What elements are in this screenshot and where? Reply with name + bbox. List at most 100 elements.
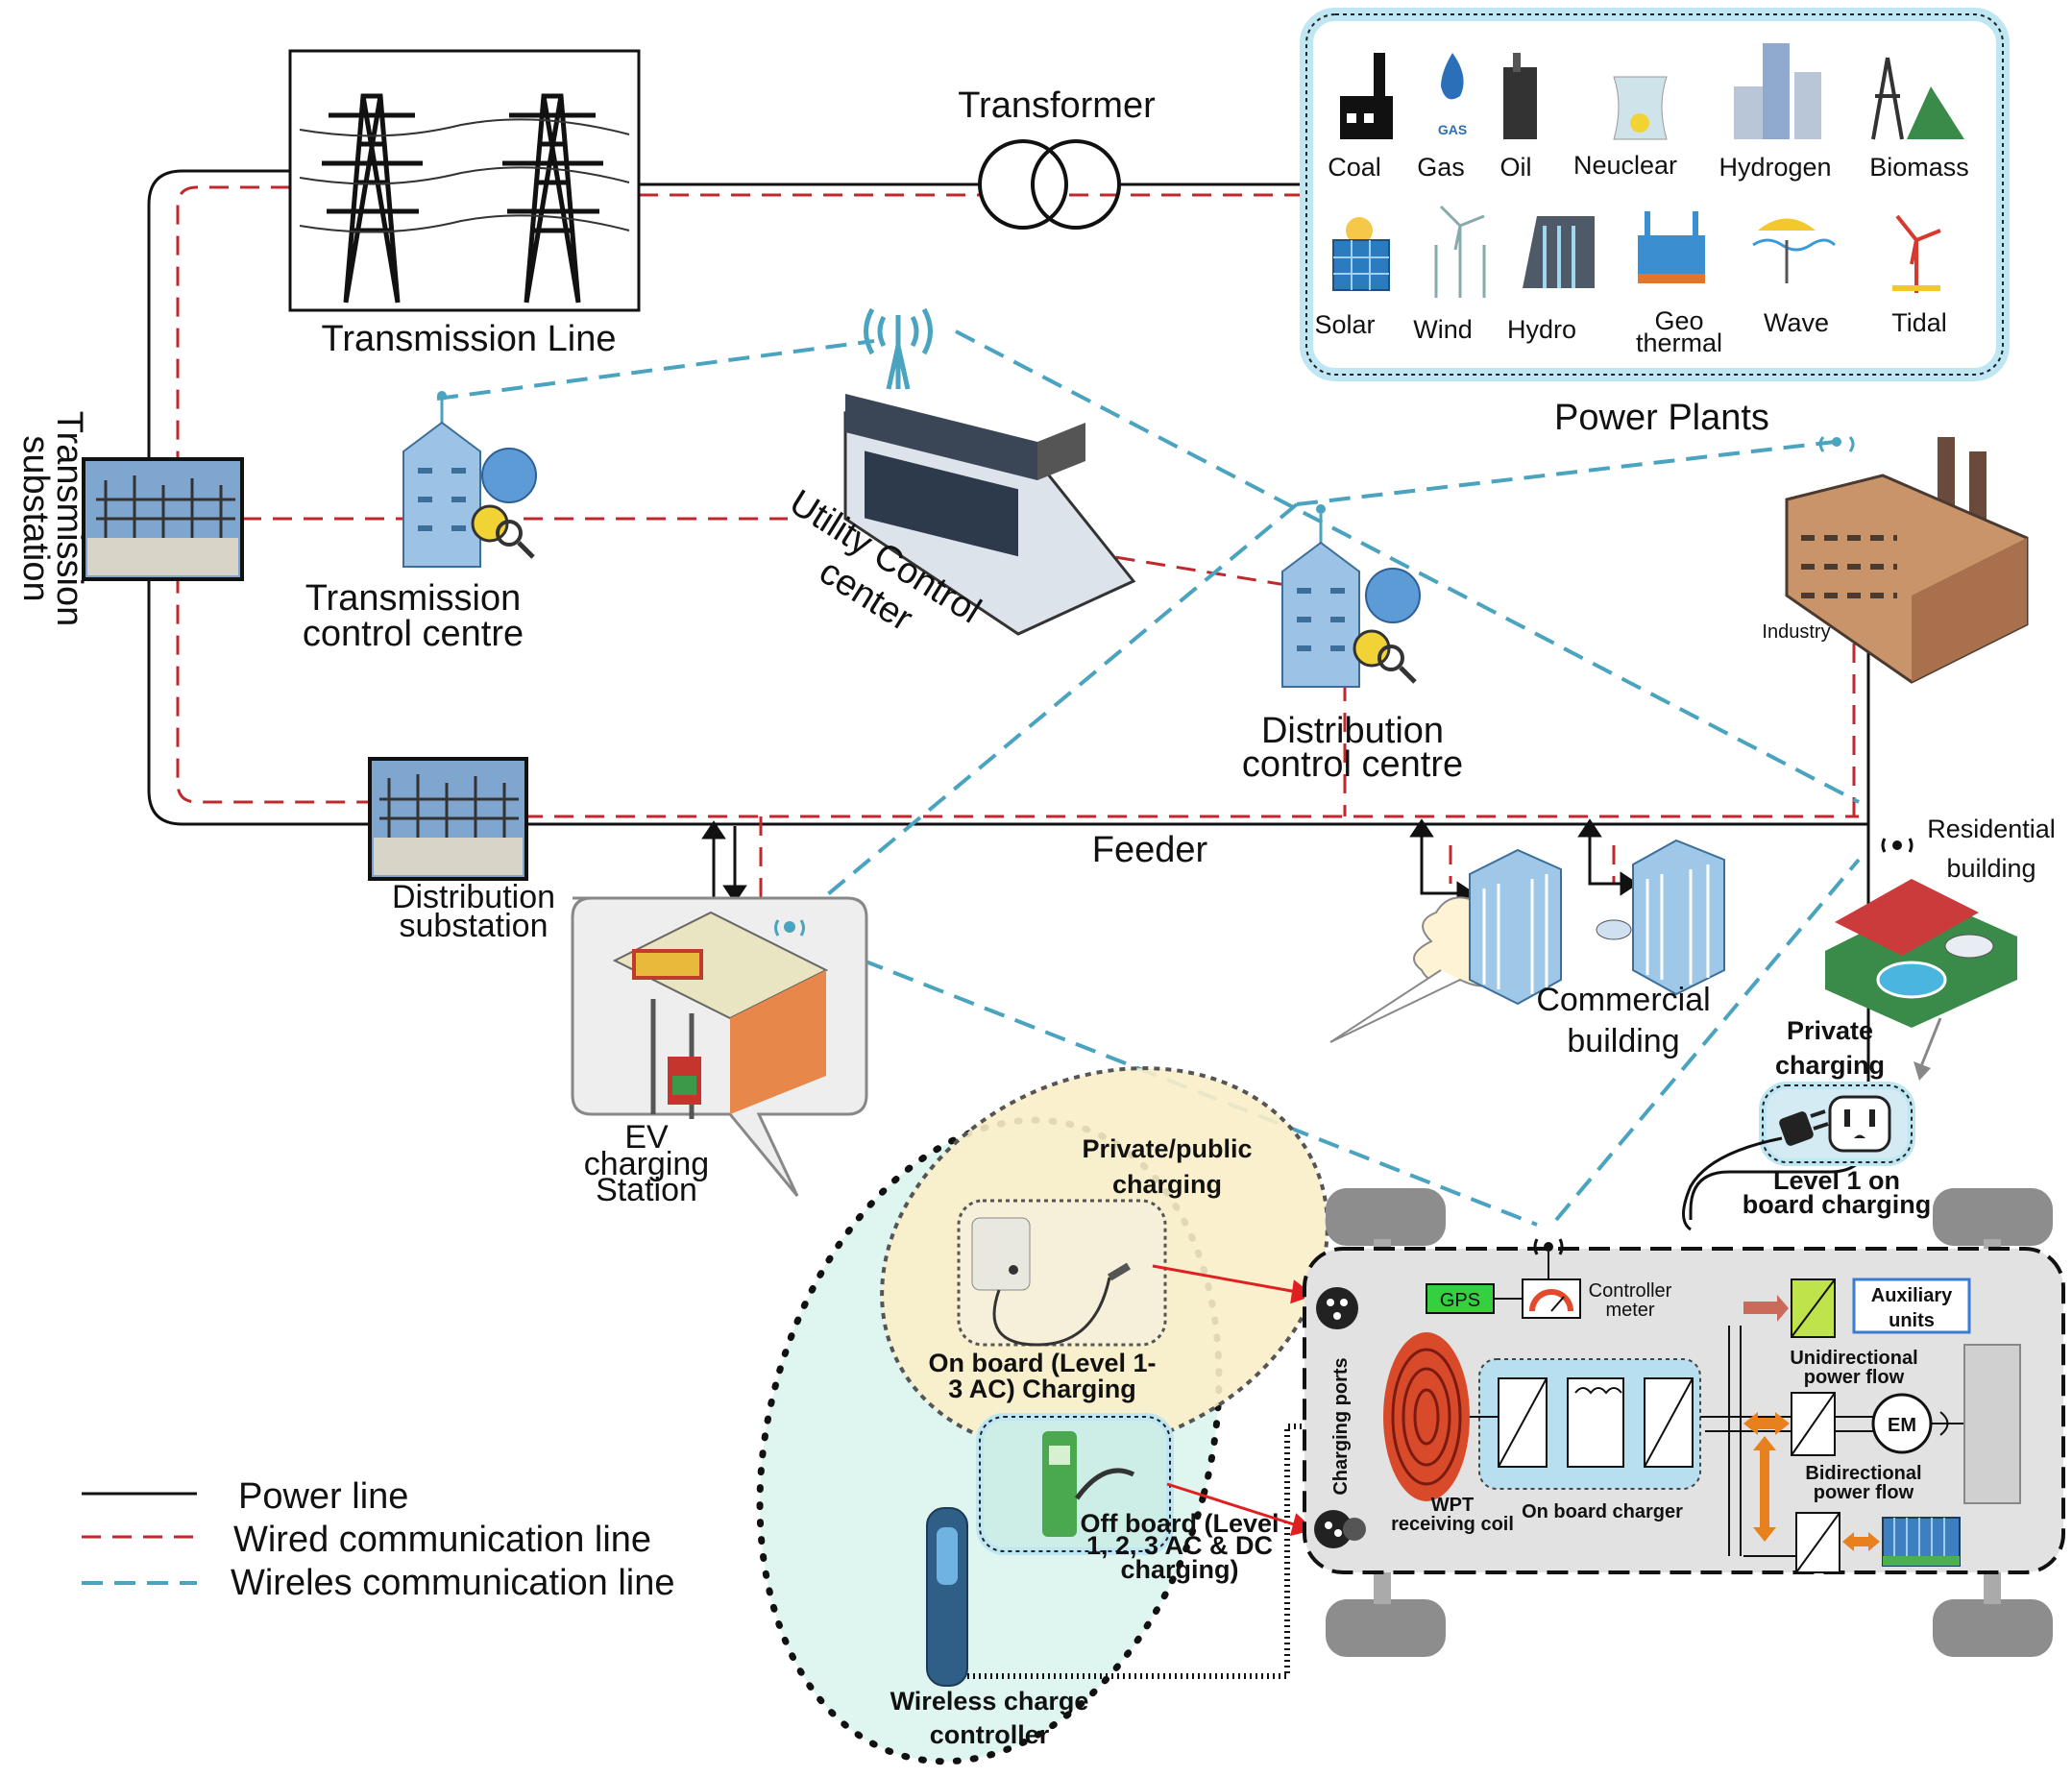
commercial-label-1: Commercial bbox=[1536, 982, 1710, 1018]
offboard-label-3: charging) bbox=[1120, 1555, 1238, 1584]
private-public-label-2: charging bbox=[1112, 1170, 1222, 1199]
globe-icon bbox=[481, 448, 537, 503]
distribution-substation-label-2: substation bbox=[400, 908, 548, 944]
ev-charging-station: EV charging Station bbox=[571, 896, 868, 1208]
legend-label-wired: Wired communication line bbox=[233, 1520, 651, 1560]
wall-charger bbox=[957, 1199, 1167, 1347]
building-icon bbox=[1281, 541, 1360, 688]
gps-label: GPS bbox=[1440, 1290, 1480, 1311]
commercial-buildings: Commercial building bbox=[1329, 839, 1725, 1059]
level1-label-2: board charging bbox=[1743, 1190, 1932, 1219]
offboard-label-2: 1, 2, 3 AC & DC bbox=[1086, 1531, 1273, 1560]
plant-label-tidal: Tidal bbox=[1891, 308, 1947, 337]
ev-station-label-2: charging bbox=[584, 1146, 709, 1182]
power-plants-label: Power Plants bbox=[1554, 398, 1769, 438]
controller-meter-label-2: meter bbox=[1605, 1300, 1654, 1321]
offboard-label-1: Off board (Level bbox=[1080, 1509, 1279, 1538]
plant-label-wave: Wave bbox=[1764, 308, 1829, 337]
plant-label-biomass: Biomass bbox=[1869, 153, 1969, 182]
controller-meter-label-1: Controller bbox=[1589, 1280, 1672, 1302]
building-icon bbox=[402, 421, 481, 568]
wheel-icon bbox=[1933, 1599, 2053, 1657]
bidirectional-label-1: Bidirectional bbox=[1805, 1463, 1921, 1484]
flow-arrow-icon bbox=[1743, 1295, 1789, 1322]
unidirectional-label-2: power flow bbox=[1804, 1367, 1905, 1388]
transformer-block: Transformer bbox=[958, 85, 1156, 230]
wpt-label-2: receiving coil bbox=[1391, 1514, 1514, 1535]
transmission-line-block: Transmission Line bbox=[288, 49, 641, 359]
unidirectional-label-1: Unidirectional bbox=[1790, 1348, 1917, 1369]
hydrogen-plant-icon bbox=[1734, 43, 1821, 139]
wall-charger-icon bbox=[971, 1217, 1031, 1291]
plant-label-solar: Solar bbox=[1314, 310, 1375, 339]
nuclear-plant-icon bbox=[1613, 76, 1668, 140]
ev-station-label-3: Station bbox=[596, 1172, 697, 1208]
legend-label-power: Power line bbox=[238, 1476, 408, 1517]
transmission-control-label-2: control centre bbox=[303, 614, 524, 654]
wireless-charge-controller bbox=[926, 1424, 1314, 1687]
offboard-charger bbox=[976, 1413, 1174, 1555]
controller-meter-icon bbox=[1522, 1278, 1581, 1319]
plant-label-hydrogen: Hydrogen bbox=[1719, 153, 1831, 182]
auxiliary-box bbox=[1852, 1278, 1971, 1334]
svg-text:GAS: GAS bbox=[1438, 122, 1467, 137]
flow-arrow-icon bbox=[1842, 1532, 1880, 1551]
charging-port-dc-icon bbox=[1314, 1510, 1366, 1548]
commercial-label-2: building bbox=[1567, 1023, 1679, 1059]
transmission-line-label: Transmission Line bbox=[322, 319, 617, 359]
pylon-icon bbox=[502, 93, 603, 304]
plant-label-geo: Geo bbox=[1654, 306, 1703, 335]
private-charging-label-1: Private bbox=[1787, 1016, 1873, 1045]
private-public-label-1: Private/public bbox=[1082, 1134, 1252, 1163]
distribution-control-label-2: control centre bbox=[1242, 744, 1463, 785]
transmission-control-label-1: Transmission bbox=[305, 578, 522, 619]
wireless-communication-lines bbox=[436, 329, 1861, 1227]
plant-label-thermal: thermal bbox=[1636, 329, 1722, 357]
plant-label-wind: Wind bbox=[1413, 315, 1473, 344]
flow-arrow-icon bbox=[1743, 1412, 1790, 1435]
onboard-charger-label: On board charger bbox=[1522, 1501, 1683, 1522]
transformer-icon bbox=[978, 139, 1068, 230]
solar-plant-icon bbox=[1332, 217, 1390, 291]
wave-plant-icon bbox=[1752, 218, 1837, 283]
utility-control-center: Utility Control center bbox=[782, 307, 1136, 640]
skyscraper-icon bbox=[1632, 839, 1725, 996]
transmission-control-centre: Transmission control centre bbox=[303, 391, 537, 654]
distribution-substation-label-1: Distribution bbox=[392, 879, 555, 915]
onboard-l13-label-2: 3 AC) Charging bbox=[948, 1375, 1136, 1403]
residential-label-1: Residential bbox=[1927, 815, 2056, 843]
plug-icon bbox=[1779, 1109, 1829, 1146]
distribution-control-label-1: Distribution bbox=[1261, 711, 1444, 751]
wireless-ctrl-label-1: Wireless charge bbox=[890, 1687, 1089, 1716]
ev-station-label-1: EV bbox=[624, 1119, 669, 1156]
oil-plant-icon bbox=[1503, 53, 1537, 139]
outlet-icon bbox=[1828, 1095, 1891, 1153]
plant-label-hydro: Hydro bbox=[1507, 315, 1576, 344]
wireless-ctrl-label-2: controller bbox=[930, 1720, 1050, 1749]
distribution-substation: Distribution substation bbox=[368, 757, 555, 944]
flow-arrow-icon bbox=[1753, 1436, 1776, 1542]
magnifier-icon bbox=[1377, 645, 1404, 671]
plant-label-nuclear: Neuclear bbox=[1573, 151, 1677, 180]
gas-plant-icon: GAS bbox=[1438, 53, 1467, 137]
industry: Industry bbox=[1762, 436, 2029, 684]
coal-plant-icon bbox=[1340, 53, 1393, 139]
transmission-substation-label-1: Transmission bbox=[49, 411, 89, 627]
em-label: EM bbox=[1888, 1415, 1916, 1436]
auxiliary-label-2: units bbox=[1889, 1310, 1935, 1331]
plant-label-gas: Gas bbox=[1417, 153, 1465, 182]
charging-port-ac-icon bbox=[1316, 1287, 1358, 1329]
plant-label-oil: Oil bbox=[1500, 153, 1532, 182]
geothermal-plant-icon bbox=[1638, 211, 1705, 283]
magnifier-icon bbox=[496, 520, 523, 547]
onboard-l13-label-1: On board (Level 1- bbox=[928, 1349, 1156, 1377]
plant-label-coal: Coal bbox=[1328, 153, 1381, 182]
globe-icon bbox=[1365, 568, 1421, 623]
auxiliary-label-1: Auxiliary bbox=[1871, 1285, 1953, 1306]
wheel-icon bbox=[1933, 1188, 2053, 1246]
car-icon bbox=[1944, 934, 1994, 959]
feeder-label: Feeder bbox=[1092, 830, 1208, 870]
ev-chassis: Charging ports GPS Controller meter WPT … bbox=[1303, 1188, 2065, 1657]
bidirectional-label-2: power flow bbox=[1814, 1482, 1914, 1503]
